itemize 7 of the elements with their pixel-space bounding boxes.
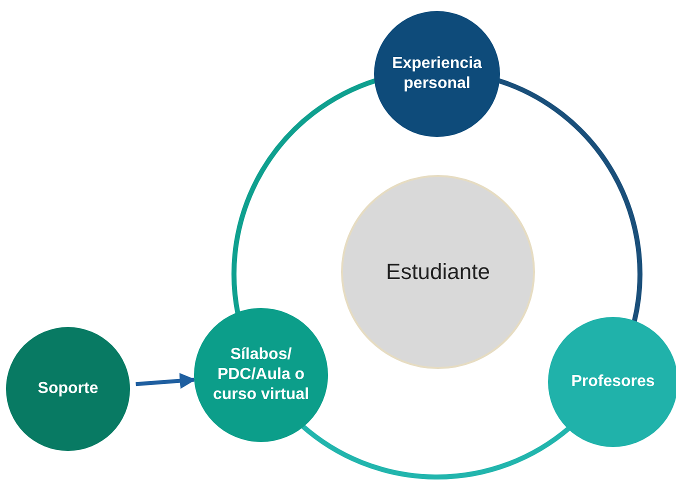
ring-arc [300,424,571,480]
node-label: Profesores [570,372,656,392]
node-label: Sílabos/ PDC/Aula o curso virtual [212,345,310,405]
node-label: Experiencia personal [391,54,483,94]
node-label: Soporte [36,379,100,399]
node-label: Estudiante [385,258,491,286]
arrow [136,372,196,389]
